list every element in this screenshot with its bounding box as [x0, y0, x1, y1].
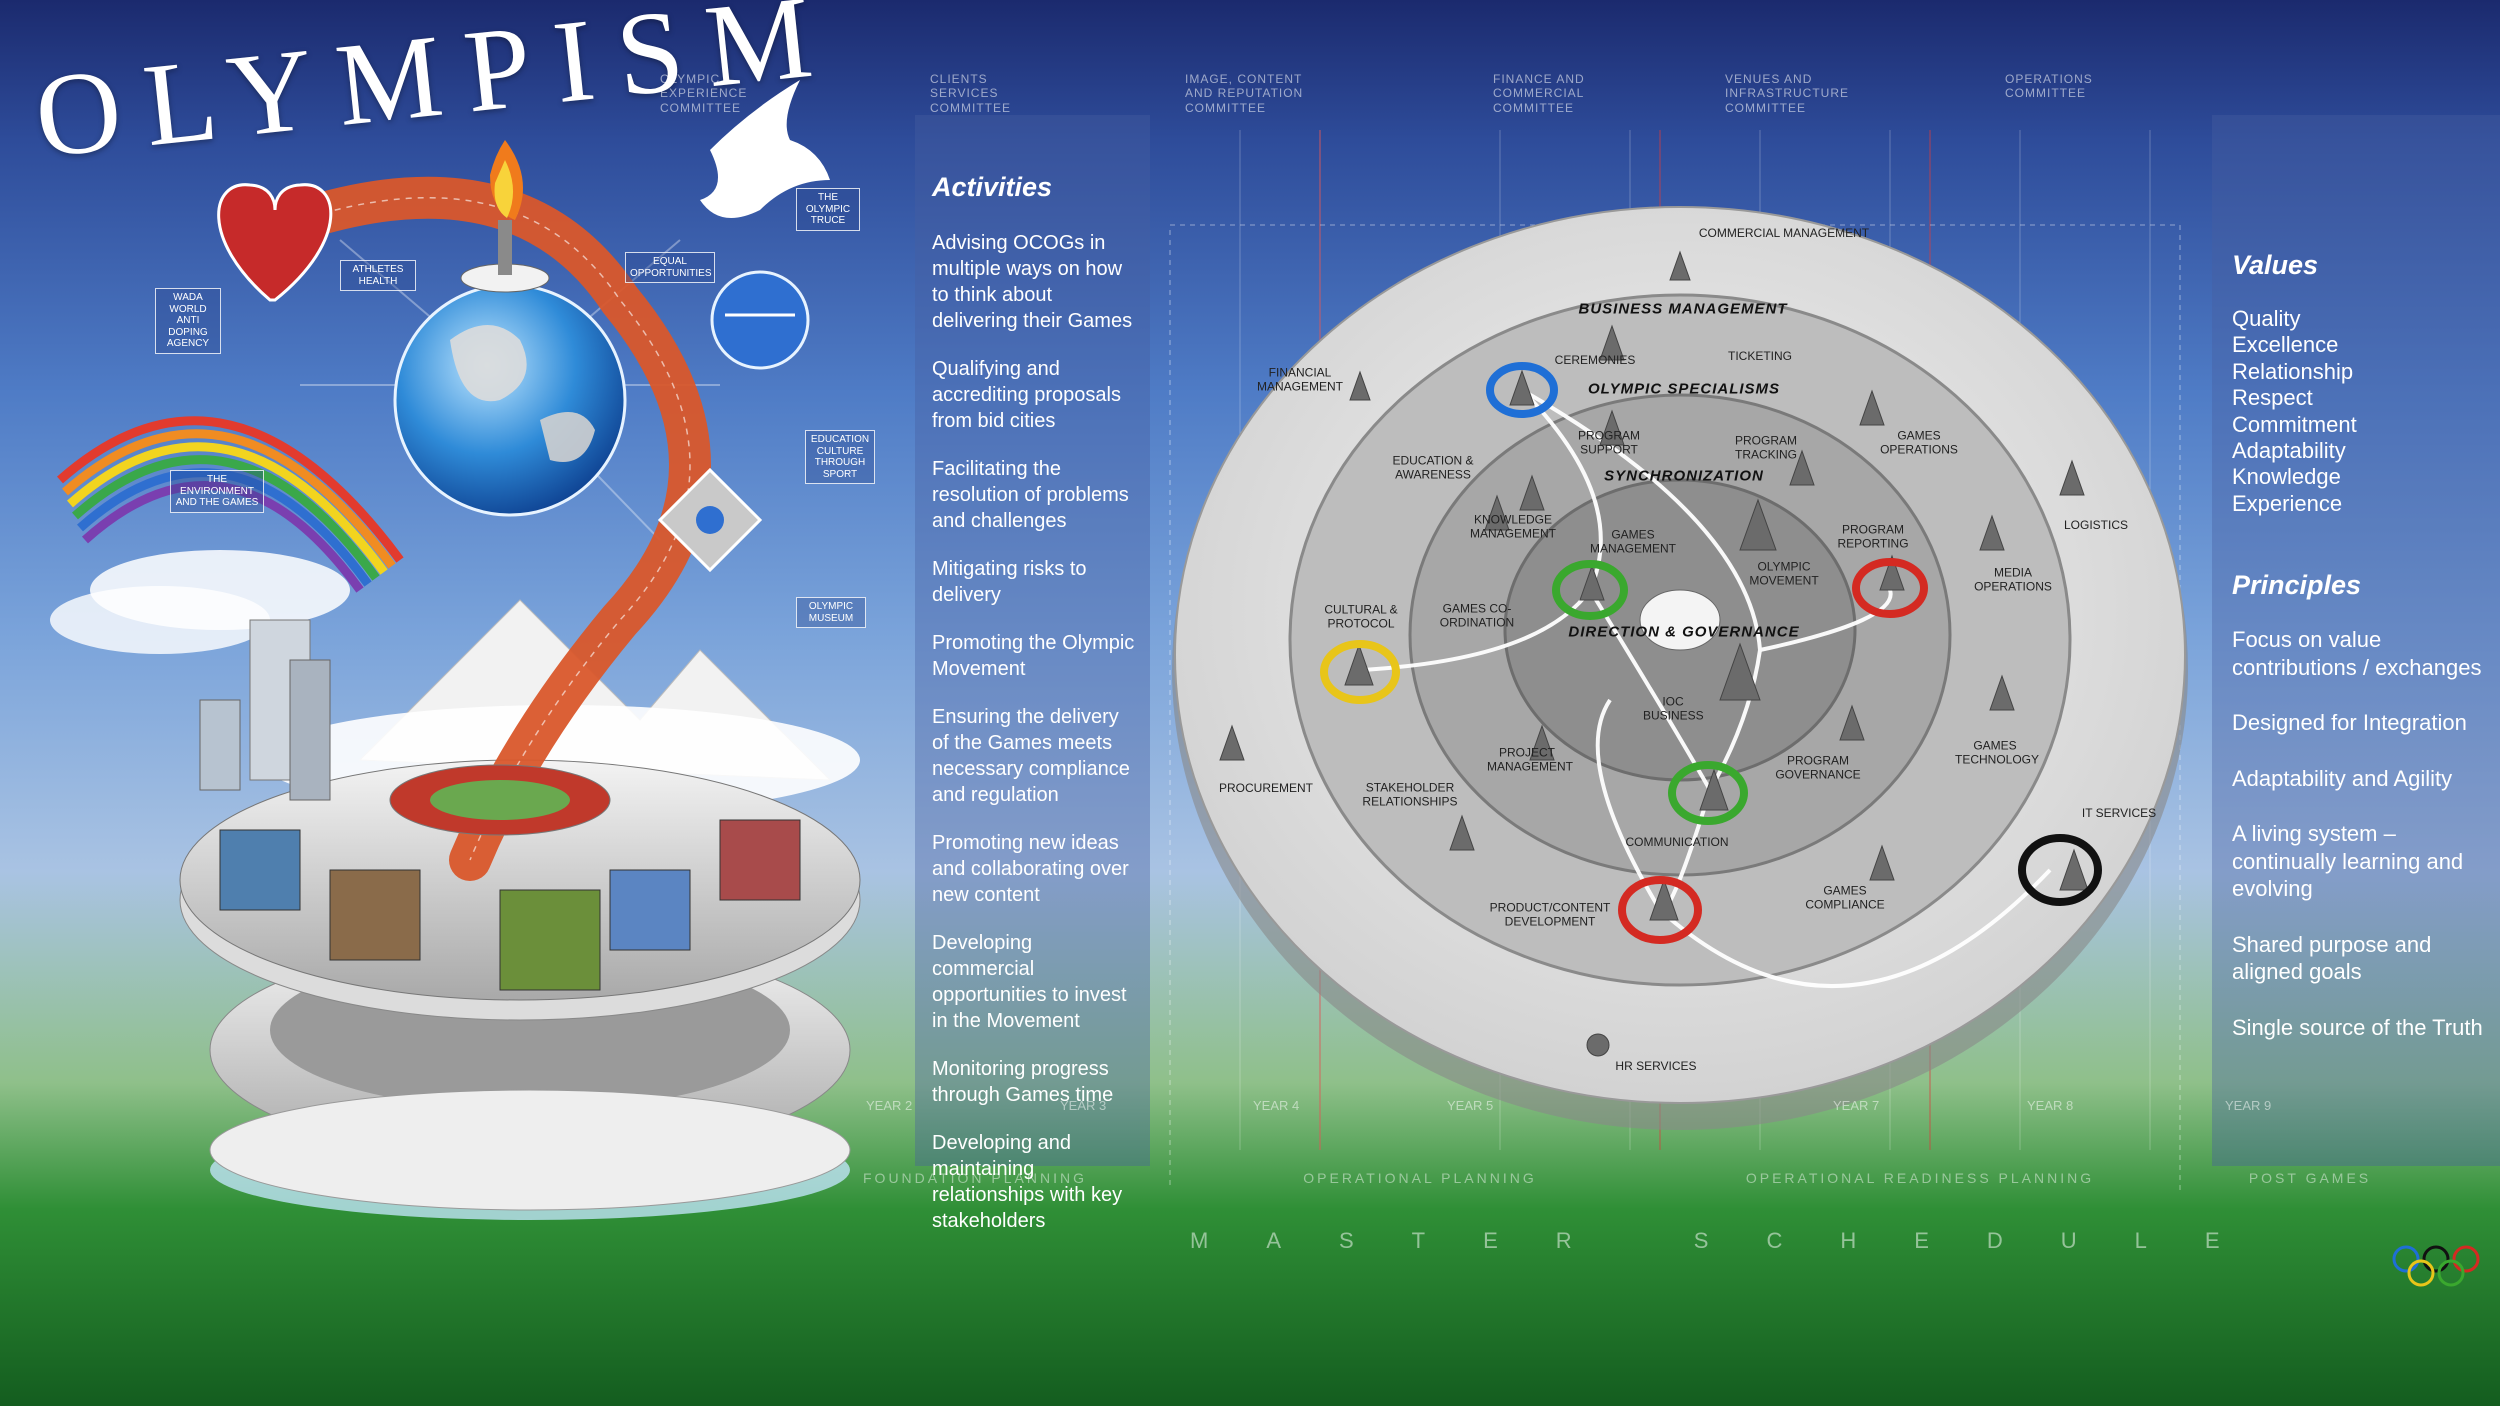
green-ring-2 [1668, 761, 1748, 825]
tag-wada: WADA WORLD ANTI DOPING AGENCY [155, 288, 221, 354]
node-program-support: PROGRAM SUPPORT [1577, 428, 1640, 457]
node-stakeholder-relationships: STAKEHOLDER RELATIONSHIPS [1362, 780, 1458, 809]
red-ring [1852, 558, 1928, 618]
node-education-awareness: EDUCATION & AWARENESS [1392, 453, 1474, 482]
activity-item: Promoting the Olympic Movement [932, 632, 1135, 681]
node-games-management: GAMES MANAGEMENT [1589, 527, 1676, 556]
year-label: YEAR 4 [1253, 1098, 1300, 1113]
activity-item: Advising OCOGs in multiple ways on how t… [932, 232, 1133, 333]
value-item: Commitment [2232, 411, 2357, 437]
blue-ring [1486, 362, 1558, 418]
tag-education-culture: EDUCATION CULTURE THROUGH SPORT [805, 430, 875, 484]
principle-item: Focus on value contributions / exchanges [2232, 627, 2482, 680]
activity-item: Promoting new ideas and collaborating ov… [932, 832, 1129, 907]
node-program-governance: PROGRAM GOVERNANCE [1775, 753, 1861, 782]
phase-foundation: FOUNDATION PLANNING [863, 1170, 1087, 1186]
activity-item: Ensuring the delivery of the Games meets… [932, 706, 1130, 807]
principles-heading: Principles [2232, 570, 2362, 600]
green-ring [1552, 560, 1628, 620]
activities-panel [915, 115, 1150, 1166]
yellow-ring [1320, 640, 1400, 704]
value-item: Experience [2232, 490, 2343, 516]
phase-post-games: POST GAMES [2248, 1170, 2372, 1186]
olympism-illustration [50, 80, 861, 1220]
node-ceremonies: CEREMONIES [1554, 352, 1636, 367]
principle-item: Single source of the Truth [2232, 1014, 2483, 1040]
year-label: YEAR 9 [2225, 1098, 2272, 1113]
activities-heading: Activities [932, 172, 1053, 202]
value-item: Relationship [2232, 358, 2354, 384]
node-games-compliance: GAMES COMPLIANCE [1805, 883, 1885, 912]
tag-olympic-truce: THE OLYMPIC TRUCE [796, 188, 860, 231]
node-product-content: PRODUCT/CONTENT DEVELOPMENT [1489, 900, 1611, 929]
phase-operational: OPERATIONAL PLANNING [1303, 1170, 1537, 1186]
activity-item: Qualifying and accrediting proposals fro… [932, 358, 1121, 433]
tag-environment: THE ENVIRONMENT AND THE GAMES [170, 470, 264, 513]
tag-equal-opportunities: EQUAL OPPORTUNITIES [625, 252, 715, 283]
node-games-coordination: GAMES CO-ORDINATION [1439, 601, 1515, 630]
node-ticketing: TICKETING [1727, 348, 1793, 363]
node-cultural-protocol: CULTURAL & PROTOCOL [1324, 602, 1398, 631]
value-item: Excellence [2232, 332, 2339, 358]
olympic-rings-icon [2392, 1245, 2480, 1287]
year-label: YEAR 2 [866, 1098, 913, 1113]
committee-olympic-experience: OLYMPIC EXPERIENCE COMMITTEE [660, 72, 748, 115]
node-logistics: LOGISTICS [2063, 517, 2129, 532]
node-project-management: PROJECT MANAGEMENT [1487, 745, 1574, 774]
committee-image-content: IMAGE, CONTENT AND REPUTATION COMMITTEE [1185, 72, 1304, 115]
node-olympic-movement: OLYMPIC MOVEMENT [1749, 559, 1819, 588]
activity-item: Developing commercial opportunities to i… [932, 932, 1127, 1033]
black-ring [2018, 834, 2102, 906]
node-media-operations: MEDIA OPERATIONS [1974, 565, 2052, 594]
red-ring-2 [1618, 876, 1702, 944]
activity-item: Facilitating the resolution of problems … [932, 458, 1129, 533]
node-financial-management: FINANCIAL MANAGEMENT [1256, 365, 1343, 394]
year-label: YEAR 5 [1447, 1098, 1494, 1113]
year-label: YEAR 7 [1833, 1098, 1880, 1113]
node-commercial-management: COMMERCIAL MANAGEMENT [1698, 225, 1870, 240]
year-label: YEAR 8 [2027, 1098, 2074, 1113]
phase-bar: FOUNDATION PLANNING OPERATIONAL PLANNING… [790, 1164, 2480, 1194]
activity-item: Mitigating risks to delivery [932, 558, 1087, 607]
ring-olympic-specialisms: OLYMPIC SPECIALISMS [1587, 380, 1781, 398]
node-hr-services: HR SERVICES [1615, 1058, 1697, 1073]
node-program-reporting: PROGRAM REPORTING [1837, 522, 1909, 551]
values-section: Values Quality Excellence Relationship R… [2232, 250, 2492, 517]
values-heading: Values [2232, 250, 2319, 280]
governance-disc [1172, 206, 2188, 1130]
value-item: Knowledge [2232, 464, 2341, 490]
committee-finance: FINANCE AND COMMERCIAL COMMITTEE [1493, 72, 1585, 115]
principle-item: Shared purpose and aligned goals [2232, 931, 2432, 985]
activity-item: Monitoring progress through Games time [932, 1058, 1114, 1107]
node-communication: COMMUNICATION [1625, 834, 1729, 849]
value-item: Respect [2232, 385, 2313, 411]
activities-section: Activities Advising OCOGs in multiple wa… [932, 170, 1147, 1256]
phase-operational-readiness: OPERATIONAL READINESS PLANNING [1745, 1170, 2095, 1186]
ring-synchronization: SYNCHRONIZATION [1604, 467, 1764, 485]
ring-business-management: BUSINESS MANAGEMENT [1578, 300, 1788, 318]
year-label: YEAR 3 [1060, 1098, 1107, 1113]
committee-venues: VENUES AND INFRASTRUCTURE COMMITTEE [1725, 72, 1849, 115]
principle-item: Adaptability and Agility [2232, 765, 2453, 791]
committee-clients-services: CLIENTS SERVICES COMMITTEE [930, 72, 1011, 115]
node-program-tracking: PROGRAM TRACKING [1734, 433, 1797, 462]
values-principles-panel [2212, 115, 2500, 1166]
principles-section: Principles Focus on value contributions … [2232, 570, 2492, 1069]
tag-olympic-museum: OLYMPIC MUSEUM [796, 597, 866, 628]
value-item: Quality [2232, 306, 2301, 331]
node-games-operations: GAMES OPERATIONS [1880, 428, 1958, 457]
committee-operations: OPERATIONS COMMITTEE [2005, 72, 2093, 101]
node-ioc-business: IOC BUSINESS [1643, 694, 1704, 723]
activity-item: Developing and maintaining relationships… [932, 1132, 1123, 1233]
master-schedule: MASTER SCHEDULE [1190, 1228, 2278, 1253]
principle-item: A living system – continually learning a… [2232, 821, 2464, 901]
tag-athletes-health: ATHLETES HEALTH [340, 260, 416, 291]
node-knowledge-management: KNOWLEDGE MANAGEMENT [1469, 512, 1556, 541]
node-it-services: IT SERVICES [2081, 805, 2157, 820]
value-item: Adaptability [2232, 437, 2346, 463]
node-procurement: PROCUREMENT [1218, 780, 1314, 795]
ring-direction-governance: DIRECTION & GOVERNANCE [1568, 623, 1800, 641]
principle-item: Designed for Integration [2232, 710, 2467, 735]
node-games-technology: GAMES TECHNOLOGY [1955, 738, 2040, 767]
